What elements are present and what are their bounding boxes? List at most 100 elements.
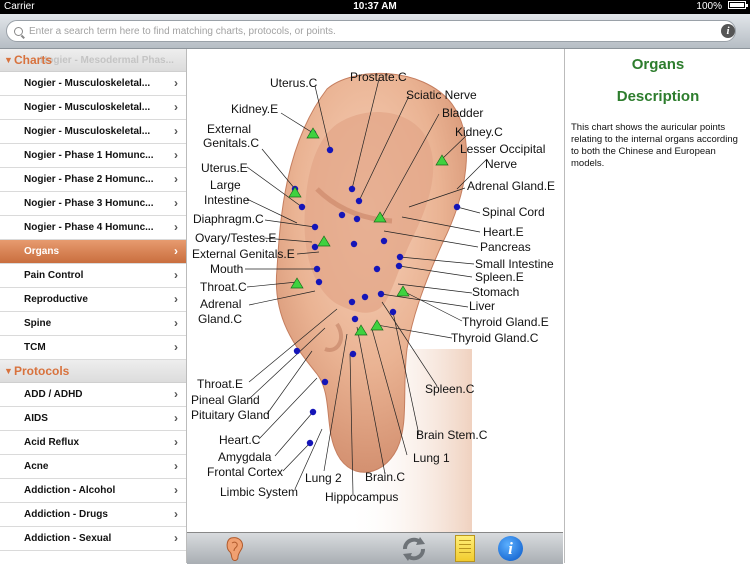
status-bar: Carrier 10:37 AM 100% — [0, 0, 750, 14]
point-triangle[interactable] — [288, 186, 302, 198]
list-item[interactable]: Acne› — [0, 455, 186, 479]
chevron-right-icon: › — [174, 316, 178, 330]
chevron-right-icon: › — [174, 411, 178, 425]
point-label: External Genitals.E — [192, 247, 295, 261]
point-dot[interactable] — [311, 223, 319, 231]
panel-description: This chart shows the auricular points re… — [571, 122, 738, 169]
point-label: Intestine — [204, 193, 250, 207]
list-item[interactable]: Pain Control› — [0, 264, 186, 288]
point-dot[interactable] — [389, 308, 397, 316]
point-triangles — [288, 127, 449, 336]
search-bar — [0, 14, 750, 49]
point-dot[interactable] — [353, 215, 361, 223]
point-label: Throat.C — [200, 280, 247, 294]
list-item[interactable]: TCM› — [0, 336, 186, 360]
point-dot[interactable] — [373, 265, 381, 273]
point-dots — [291, 129, 461, 447]
point-dot[interactable] — [395, 262, 403, 270]
point-label: Mouth — [210, 262, 243, 276]
point-dot[interactable] — [338, 211, 346, 219]
ear-icon[interactable] — [225, 536, 245, 567]
point-dot[interactable] — [348, 298, 356, 306]
point-label: Kidney.C — [455, 125, 503, 139]
point-dot[interactable] — [349, 350, 357, 358]
point-label: Small Intestine — [475, 257, 554, 271]
chevron-right-icon: › — [174, 76, 178, 90]
list-item[interactable]: Nogier - Phase 4 Homunc...› — [0, 216, 186, 240]
list-item[interactable]: Addiction - Sexual› — [0, 527, 186, 551]
list-item[interactable]: Reproductive› — [0, 288, 186, 312]
tragus — [324, 322, 344, 352]
list-item[interactable]: Nogier - Phase 3 Homunc...› — [0, 192, 186, 216]
collapse-triangle-icon: ▼ — [4, 366, 13, 376]
chevron-right-icon: › — [174, 435, 178, 449]
point-label: Thyroid Gland.C — [451, 331, 539, 345]
point-dot[interactable] — [348, 185, 356, 193]
point-dot[interactable] — [313, 265, 321, 273]
list-item[interactable]: Acid Reflux› — [0, 431, 186, 455]
carrier-label: Carrier — [4, 1, 35, 12]
point-dot[interactable] — [377, 290, 385, 298]
point-dot[interactable] — [293, 347, 301, 355]
list-item[interactable]: Nogier - Phase 1 Homunc...› — [0, 144, 186, 168]
point-label: Throat.E — [197, 377, 243, 391]
list-item[interactable]: ADD / ADHD› — [0, 383, 186, 407]
list-item[interactable]: Addiction - Alcohol› — [0, 479, 186, 503]
point-dot[interactable] — [298, 203, 306, 211]
point-dot[interactable] — [315, 278, 323, 286]
point-dot[interactable] — [453, 203, 461, 211]
point-dot[interactable] — [355, 197, 363, 205]
point-dot[interactable] — [311, 243, 319, 251]
concha-shape — [304, 112, 434, 313]
list-item[interactable]: Addiction - Drugs› — [0, 503, 186, 527]
charts-section-header[interactable]: Nogier - Mesodermal Phas... ▼ Charts — [0, 49, 186, 72]
point-triangle[interactable] — [373, 211, 387, 223]
list-item[interactable]: AIDS› — [0, 407, 186, 431]
point-dot[interactable] — [380, 237, 388, 245]
point-triangle[interactable] — [435, 154, 449, 166]
point-triangle[interactable] — [370, 319, 384, 331]
search-input[interactable] — [6, 20, 736, 42]
point-label: Genitals.C — [203, 136, 259, 150]
panel-title: Organs — [631, 56, 685, 73]
ear-chart-svg: Uterus.C Prostate.C Sciatic Nerve Kidney… — [191, 70, 555, 532]
point-dot[interactable] — [321, 378, 329, 386]
list-item[interactable]: Nogier - Phase 2 Homunc...› — [0, 168, 186, 192]
list-item[interactable]: Nogier - Musculoskeletal...› — [0, 96, 186, 120]
point-dot[interactable] — [309, 408, 317, 416]
chevron-right-icon: › — [174, 244, 178, 258]
point-dot[interactable] — [396, 253, 404, 261]
point-triangle[interactable] — [317, 235, 331, 247]
point-dot[interactable] — [351, 315, 359, 323]
point-triangle[interactable] — [306, 127, 320, 139]
info-button-icon[interactable]: i — [498, 536, 523, 561]
point-triangle[interactable] — [290, 277, 304, 289]
notes-icon[interactable] — [455, 535, 475, 562]
chevron-right-icon: › — [174, 387, 178, 401]
list-item[interactable]: Nogier - Musculoskeletal...› — [0, 72, 186, 96]
list-item-selected[interactable]: Organs› — [0, 240, 186, 264]
chevron-right-icon: › — [174, 340, 178, 354]
chevron-right-icon: › — [174, 124, 178, 138]
point-label: Spinal Cord — [482, 205, 545, 219]
info-icon[interactable]: i — [721, 24, 735, 38]
point-dot[interactable] — [350, 240, 358, 248]
chevron-right-icon: › — [174, 507, 178, 521]
point-label: Lesser Occipital — [460, 142, 545, 156]
point-dot[interactable] — [361, 293, 369, 301]
point-dot[interactable] — [306, 439, 314, 447]
point-label: Adrenal Gland.E — [467, 179, 555, 193]
ghost-row: Nogier - Mesodermal Phas... — [40, 55, 174, 66]
point-triangle[interactable] — [354, 324, 368, 336]
protocols-section-header[interactable]: ▼ Protocols — [0, 360, 186, 383]
chevron-right-icon: › — [174, 100, 178, 114]
point-dot[interactable] — [326, 146, 334, 154]
point-labels: Uterus.C Prostate.C Sciatic Nerve Kidney… — [191, 70, 555, 504]
point-label: Nerve — [485, 157, 517, 171]
list-item[interactable]: Nogier - Musculoskeletal...› — [0, 120, 186, 144]
refresh-icon[interactable] — [401, 537, 427, 566]
list-item[interactable]: Spine› — [0, 312, 186, 336]
point-label: Uterus.C — [270, 76, 318, 90]
chevron-right-icon: › — [174, 459, 178, 473]
point-triangle[interactable] — [396, 285, 410, 297]
